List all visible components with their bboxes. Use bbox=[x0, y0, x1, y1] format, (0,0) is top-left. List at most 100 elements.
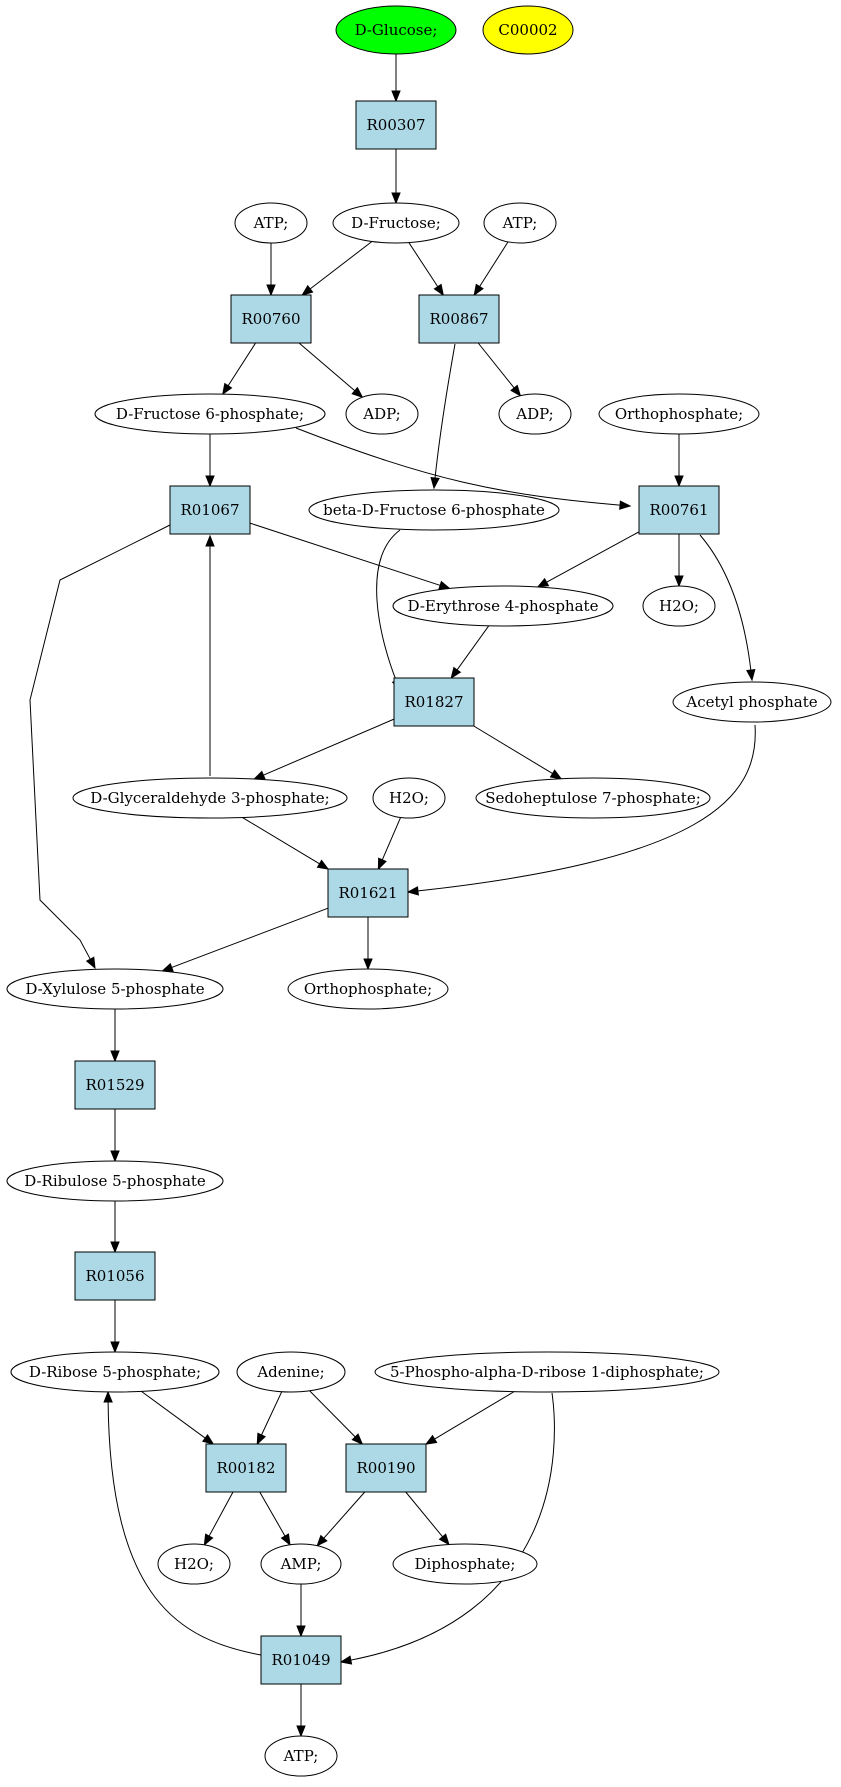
edge-r00761-to-acetylp bbox=[699, 534, 756, 682]
atp3-shape bbox=[264, 1735, 338, 1777]
edge-r01049-to-atp3-arrowhead bbox=[296, 1725, 306, 1738]
edge-r00760-to-f6p-line bbox=[227, 342, 257, 387]
edge-adenine-to-r00182-arrowhead bbox=[256, 1432, 266, 1446]
xu5p-shape bbox=[6, 968, 224, 1010]
edge-atp1-to-r00760-arrowhead bbox=[266, 284, 276, 297]
compound-node-s7p: Sedoheptulose 7-phosphate; bbox=[475, 777, 711, 819]
edge-r00760-to-adp1-line bbox=[298, 342, 356, 392]
edge-atp1-to-r00760 bbox=[266, 243, 276, 297]
edge-r01067-to-e4p bbox=[249, 522, 451, 590]
edge-e4p-to-r01827-arrowhead bbox=[450, 666, 462, 680]
r01067-label: R01067 bbox=[180, 501, 239, 519]
adenine-label: Adenine; bbox=[256, 1363, 324, 1381]
compound-node-adp2: ADP; bbox=[498, 393, 572, 435]
h2o2-label: H2O; bbox=[389, 789, 429, 807]
acetylp-label: Acetyl phosphate bbox=[685, 693, 817, 711]
adp1-shape bbox=[345, 393, 419, 435]
bf6p-shape bbox=[308, 489, 560, 531]
bf6p-label: beta-D-Fructose 6-phosphate bbox=[323, 501, 545, 519]
h2o1-shape bbox=[642, 585, 716, 627]
adp2-label: ADP; bbox=[515, 405, 553, 423]
edge-prpp-to-r01049-arrowhead bbox=[339, 1655, 353, 1665]
compound-node-h2o1: H2O; bbox=[642, 585, 716, 627]
edge-f6p-to-r00761-arrowhead bbox=[619, 500, 632, 510]
f6p-label: D-Fructose 6-phosphate; bbox=[116, 405, 304, 423]
g3p-label: D-Glyceraldehyde 3-phosphate; bbox=[90, 789, 329, 807]
g3p-shape bbox=[72, 777, 348, 819]
edge-r01049-to-atp3 bbox=[296, 1684, 306, 1738]
diphos-label: Diphosphate; bbox=[415, 1555, 516, 1573]
edge-r01067-to-e4p-line bbox=[249, 522, 442, 587]
edge-r00190-to-amp bbox=[316, 1491, 366, 1547]
r01056-shape bbox=[74, 1251, 156, 1301]
ru5p-label: D-Ribulose 5-phosphate bbox=[24, 1172, 206, 1190]
r00182-label: R00182 bbox=[216, 1459, 275, 1477]
reaction-node-r00867: R00867 bbox=[418, 294, 500, 344]
edge-r00867-to-bf6p-line bbox=[434, 343, 456, 480]
prpp-shape bbox=[374, 1351, 720, 1393]
reaction-node-r00190: R00190 bbox=[345, 1443, 427, 1493]
edge-orthophos1-to-r00761-arrowhead bbox=[674, 475, 684, 488]
edge-fructose-to-r00867-line bbox=[408, 242, 439, 288]
fructose-label: D-Fructose; bbox=[351, 214, 441, 232]
edge-g3p-to-r01067-arrowhead bbox=[205, 534, 215, 547]
atp3-label: ATP; bbox=[283, 1747, 319, 1765]
prpp-label: 5-Phospho-alpha-D-ribose 1-diphosphate; bbox=[390, 1363, 704, 1381]
edge-r01827-to-s7p bbox=[473, 725, 563, 780]
reaction-node-r01056: R01056 bbox=[74, 1251, 156, 1301]
edge-r00182-to-amp bbox=[259, 1491, 291, 1546]
r00190-shape bbox=[345, 1443, 427, 1493]
edge-adenine-to-r00190 bbox=[309, 1390, 364, 1445]
edge-r00182-to-amp-line bbox=[259, 1491, 286, 1538]
compound-node-glucose: D-Glucose; bbox=[335, 5, 457, 55]
r01067-shape bbox=[169, 485, 251, 535]
f6p-shape bbox=[94, 393, 326, 435]
edge-r01621-to-orthophos2 bbox=[363, 917, 373, 971]
r01621-label: R01621 bbox=[338, 884, 397, 902]
amp-shape bbox=[260, 1543, 342, 1585]
reaction-node-r01049: R01049 bbox=[260, 1635, 342, 1685]
edge-adenine-to-r00182-line bbox=[260, 1391, 283, 1437]
r00190-label: R00190 bbox=[356, 1459, 415, 1477]
edge-r00190-to-amp-line bbox=[322, 1491, 366, 1540]
r00867-shape bbox=[418, 294, 500, 344]
xu5p-label: D-Xylulose 5-phosphate bbox=[25, 980, 204, 998]
edge-adenine-to-r00190-arrowhead bbox=[351, 1433, 364, 1445]
edge-r01621-to-orthophos2-arrowhead bbox=[363, 958, 373, 971]
edge-r01529-to-ru5p bbox=[110, 1109, 120, 1163]
edge-ru5p-to-r01056 bbox=[110, 1201, 120, 1254]
edge-g3p-to-r01621-line bbox=[242, 817, 321, 865]
edge-r00760-to-f6p bbox=[222, 342, 257, 396]
edge-atp2-to-r00867-line bbox=[478, 241, 509, 288]
reaction-node-r01827: R01827 bbox=[393, 677, 475, 727]
edge-g3p-to-r01621-arrowhead bbox=[316, 859, 330, 870]
s7p-label: Sedoheptulose 7-phosphate; bbox=[485, 789, 701, 807]
r01049-label: R01049 bbox=[271, 1651, 330, 1669]
reaction-node-r01529: R01529 bbox=[74, 1060, 156, 1110]
edge-adenine-to-r00190-line bbox=[309, 1390, 357, 1438]
edge-atp2-to-r00867-arrowhead bbox=[473, 283, 484, 297]
edge-f6p-to-r00761-line bbox=[295, 427, 622, 506]
edge-acetylp-to-r01621 bbox=[406, 724, 756, 896]
r00307-shape bbox=[355, 100, 437, 150]
compound-node-ru5p: D-Ribulose 5-phosphate bbox=[6, 1160, 224, 1202]
edge-h2o2-to-r01621-arrowhead bbox=[377, 857, 387, 871]
r5p-label: D-Ribose 5-phosphate; bbox=[29, 1363, 201, 1381]
edge-r00761-to-e4p-line bbox=[545, 531, 640, 584]
r01827-shape bbox=[393, 677, 475, 727]
edge-r00190-to-diphos-arrowhead bbox=[438, 1533, 450, 1546]
compound-node-bf6p: beta-D-Fructose 6-phosphate bbox=[308, 489, 560, 531]
edge-orthophos1-to-r00761 bbox=[674, 434, 684, 488]
edge-ru5p-to-r01056-arrowhead bbox=[110, 1241, 120, 1254]
r01621-shape bbox=[327, 868, 409, 918]
edge-r00761-to-h2o1 bbox=[674, 534, 684, 588]
edge-e4p-to-r01827-line bbox=[456, 625, 490, 671]
edge-r00190-to-diphos bbox=[405, 1491, 450, 1546]
compound-node-atp3: ATP; bbox=[264, 1735, 338, 1777]
edge-h2o2-to-r01621-line bbox=[381, 817, 402, 861]
r00182-shape bbox=[205, 1443, 287, 1493]
edge-bf6p-to-r01827-line bbox=[376, 529, 401, 682]
edge-r01827-to-s7p-arrowhead bbox=[549, 769, 563, 780]
edge-r00307-to-fructose bbox=[391, 149, 401, 205]
